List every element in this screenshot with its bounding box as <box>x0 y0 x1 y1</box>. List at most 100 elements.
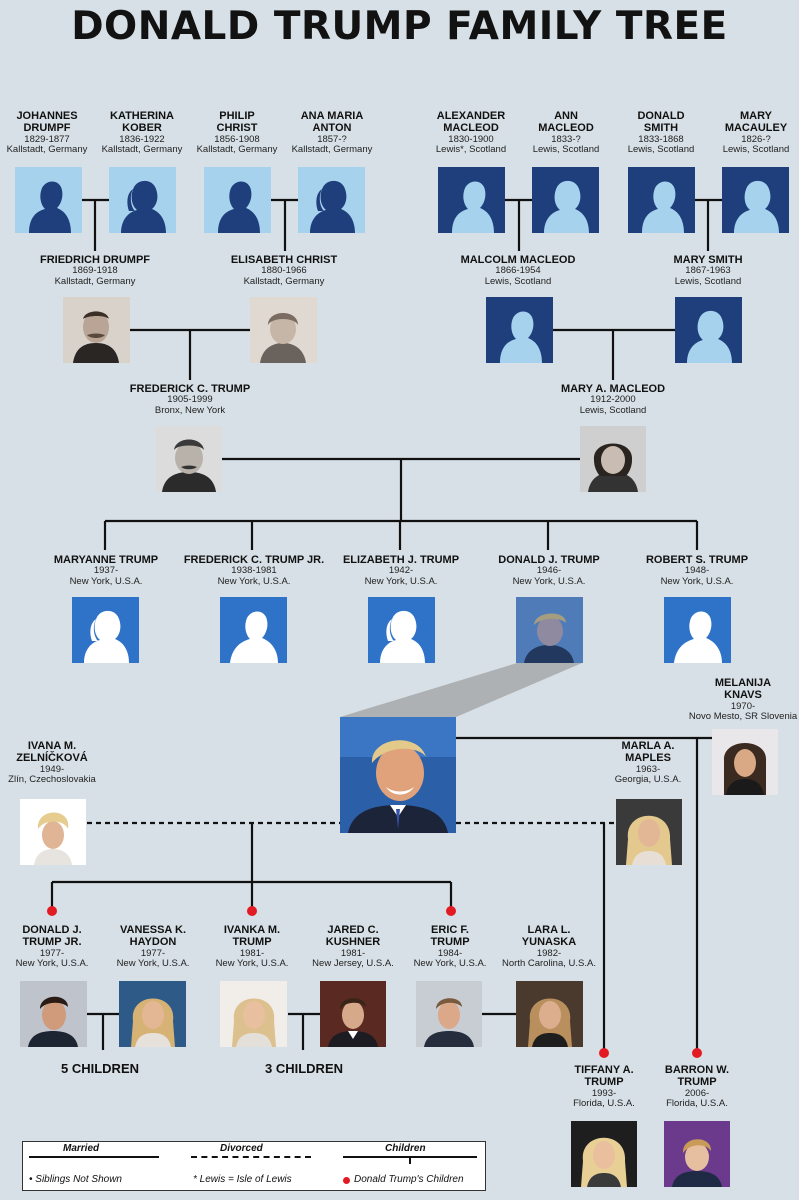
photo-jared-kushner <box>320 981 386 1047</box>
person-place: Zlín, Czechoslovakia <box>8 774 96 786</box>
person-years: 1946- <box>536 565 562 577</box>
person-name: DONALD J. TRUMP <box>498 554 600 566</box>
person-name: ALEXANDER MACLEOD <box>436 110 506 135</box>
person-name: ELIZABETH J. TRUMP <box>342 554 460 566</box>
silhouette-female-ana-maria-anton <box>298 167 365 233</box>
person-vanessa-haydon: VANESSA K. HAYDON 1977- New York, U.S.A. <box>83 924 223 970</box>
person-name: MARY A. MACLEOD <box>560 383 666 395</box>
person-name: LARA L. YUNASKA <box>521 924 577 949</box>
person-name: ERIC F. TRUMP <box>430 924 470 949</box>
person-place: New Jersey, U.S.A. <box>312 958 394 970</box>
photo-frederick-c-trump <box>156 426 222 492</box>
person-barron-trump: BARRON W. TRUMP 2006- Florida, U.S.A. <box>627 1064 767 1110</box>
person-ivana-zelnickova: IVANA M. ZELNÍČKOVÁ 1949- Zlín, Czechosl… <box>0 740 122 786</box>
person-years: 1963- <box>635 763 661 775</box>
person-years: 1977- <box>140 947 166 959</box>
person-years: 1942- <box>388 565 414 577</box>
person-donald-j-trump-jr: DONALD J. TRUMP JR. 1977- New York, U.S.… <box>0 924 122 970</box>
trump-child-marker <box>247 906 257 916</box>
person-name: MARYANNE TRUMP <box>53 554 159 566</box>
person-place: New York, U.S.A. <box>413 958 487 970</box>
person-years: 1880-1966 <box>261 265 307 277</box>
person-years: 1912-2000 <box>590 394 636 406</box>
person-elisabeth-christ: ELISABETH CHRIST 1880-1966 Kallstadt, Ge… <box>214 254 354 288</box>
person-ivanka-trump: IVANKA M. TRUMP 1981- New York, U.S.A. <box>182 924 322 970</box>
person-years: 1829-1877 <box>24 133 70 145</box>
trump-child-marker <box>47 906 57 916</box>
person-name: TIFFANY A. TRUMP <box>574 1064 634 1089</box>
legend-divorced-label: Divorced <box>220 1143 263 1154</box>
person-name: ROBERT S. TRUMP <box>645 554 749 566</box>
person-name: DONALD SMITH <box>637 110 685 135</box>
person-name: PHILIP CHRIST <box>216 110 258 135</box>
person-johannes-drumpf: JOHANNES DRUMPF 1829-1877 Kallstadt, Ger… <box>0 110 117 156</box>
person-place: Kallstadt, Germany <box>291 144 373 156</box>
person-place: New York, U.S.A. <box>215 958 289 970</box>
legend-lewis-note: * Lewis = Isle of Lewis <box>193 1174 292 1185</box>
person-tiffany-trump: TIFFANY A. TRUMP 1993- Florida, U.S.A. <box>534 1064 674 1110</box>
person-place: Kallstadt, Germany <box>6 144 88 156</box>
legend-siblings-note: • Siblings Not Shown <box>29 1174 122 1185</box>
person-place: Florida, U.S.A. <box>666 1098 728 1110</box>
person-years: 1970- <box>730 700 756 712</box>
person-place: New York, U.S.A. <box>116 958 190 970</box>
person-years: 1948- <box>684 565 710 577</box>
person-philip-christ: PHILIP CHRIST 1856-1908 Kallstadt, Germa… <box>167 110 307 156</box>
person-years: 1830-1900 <box>448 133 494 145</box>
photo-barron-trump <box>664 1121 730 1187</box>
person-place: Florida, U.S.A. <box>573 1098 635 1110</box>
person-place: New York, U.S.A. <box>69 575 143 587</box>
children-count-ivanka: 3 CHILDREN <box>265 1061 344 1076</box>
person-years: 1938-1981 <box>231 565 277 577</box>
person-melanija-knavs: MELANIJA KNAVS 1970- Novo Mesto, SR Slov… <box>673 677 799 723</box>
person-name: FRIEDRICH DRUMPF <box>40 254 150 266</box>
person-lara-yunaska: LARA L. YUNASKA 1982- North Carolina, U.… <box>479 924 619 970</box>
person-place: New York, U.S.A. <box>15 958 89 970</box>
page-title: DONALD TRUMP FAMILY TREE <box>71 4 728 49</box>
legend-married-label: Married <box>63 1143 100 1154</box>
person-name: VANESSA K. HAYDON <box>119 924 186 949</box>
person-years: 1905-1999 <box>167 394 213 406</box>
person-alexander-macleod: ALEXANDER MACLEOD 1830-1900 Lewis*, Scot… <box>401 110 541 156</box>
person-years: 1866-1954 <box>495 265 541 277</box>
person-name: FREDERICK C. TRUMP JR. <box>183 554 325 566</box>
person-years: 1833-1868 <box>638 133 684 145</box>
person-place: Lewis, Scotland <box>532 144 600 156</box>
person-years: 1826-? <box>741 133 771 145</box>
photo-eric-trump <box>416 981 482 1047</box>
person-place: Kallstadt, Germany <box>54 275 136 287</box>
person-place: New York, U.S.A. <box>512 575 586 587</box>
person-place: Kallstadt, Germany <box>243 275 325 287</box>
person-years: 1833-? <box>551 133 581 145</box>
person-name: ELISABETH CHRIST <box>230 254 338 266</box>
person-name: MARLA A. MAPLES <box>621 740 675 765</box>
legend-children-label: Children <box>385 1143 426 1154</box>
person-donald-j-trump: DONALD J. TRUMP 1946- New York, U.S.A. <box>479 554 619 588</box>
person-frederick-c-trump: FREDERICK C. TRUMP 1905-1999 Bronx, New … <box>120 383 260 417</box>
photo-friedrich-drumpf <box>63 297 130 363</box>
photo-mary-a-macleod <box>580 426 646 492</box>
person-years: 1857-? <box>317 133 347 145</box>
silhouette-male-alexander-macleod <box>438 167 505 233</box>
silhouette-female-elizabeth-j-trump <box>368 597 435 663</box>
person-name: ANA MARIA ANTON <box>300 110 364 135</box>
person-robert-s-trump: ROBERT S. TRUMP 1948- New York, U.S.A. <box>627 554 767 588</box>
person-years: 1949- <box>39 763 65 775</box>
silhouette-male-malcolm-macleod <box>486 297 553 363</box>
person-name: JARED C. KUSHNER <box>325 924 381 949</box>
person-jared-kushner: JARED C. KUSHNER 1981- New Jersey, U.S.A… <box>283 924 423 970</box>
legend-trump-children-note: Donald Trump's Children <box>354 1174 464 1185</box>
trump-child-marker <box>692 1048 702 1058</box>
person-eric-trump: ERIC F. TRUMP 1984- New York, U.S.A. <box>380 924 520 970</box>
person-years: 1867-1963 <box>685 265 731 277</box>
person-ann-macleod: ANN MACLEOD 1833-? Lewis, Scotland <box>496 110 636 156</box>
person-marla-maples: MARLA A. MAPLES 1963- Georgia, U.S.A. <box>578 740 718 786</box>
person-name: ANN MACLEOD <box>538 110 594 135</box>
photo-ivanka-trump <box>220 981 287 1047</box>
person-name: DONALD J. TRUMP JR. <box>22 924 82 949</box>
photo-tiffany-trump <box>571 1121 637 1187</box>
person-place: Bronx, New York <box>154 404 226 416</box>
person-frederick-c-trump-jr: FREDERICK C. TRUMP JR. 1938-1981 New Yor… <box>174 554 334 588</box>
person-place: Lewis, Scotland <box>484 275 552 287</box>
person-name: MARY MACAULEY <box>724 110 788 135</box>
